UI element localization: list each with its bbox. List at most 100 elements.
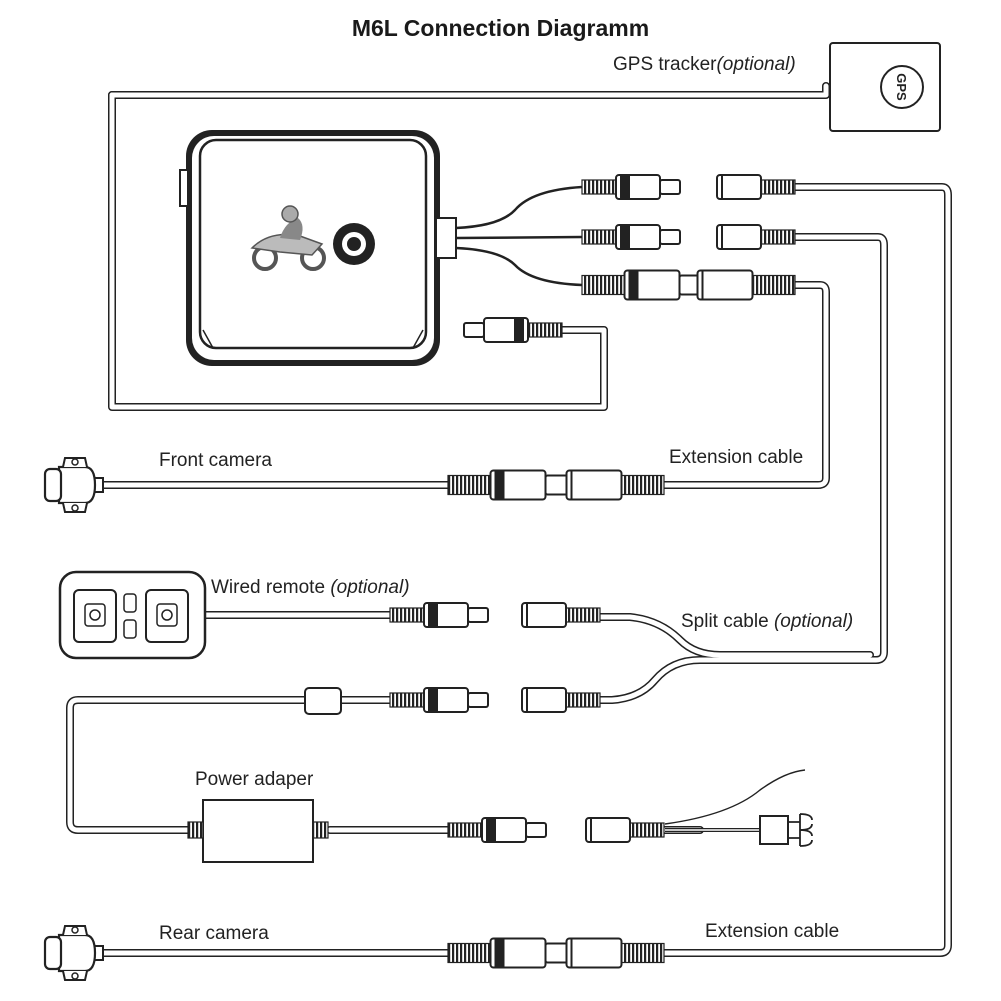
connector-strain-relief [447,474,492,496]
rear-camera-label: Rear camera [159,923,269,944]
connector-strain-relief [581,274,626,296]
motorcycle-rider-icon [250,205,326,271]
power-adapter-strain-left [187,821,204,839]
front-camera-icon [43,457,104,513]
rider-helmet [281,205,299,223]
gps-tracker-module: GPS [829,42,941,132]
power-adapter-strain-right [312,821,329,839]
connector-body [716,174,762,200]
gps-cable-connector [463,317,563,343]
wired-remote-icon [58,570,207,660]
extension-cable-front-label: Extension cable [669,447,804,468]
connector-body [696,269,754,301]
power-adapter-body [202,799,314,863]
rear-camera-cable [656,183,952,957]
remote-led-top [123,593,137,613]
connector-ring [428,688,438,712]
connector-strain-relief [620,474,665,496]
unit-lead-top [455,185,583,230]
rider-torso [280,218,303,240]
camera-screw [71,972,79,980]
connector-ring [486,818,496,842]
unit-connector-split [581,224,681,250]
split-remote-connector [521,602,601,628]
unit-cable-port [435,217,457,259]
front-camera-label: Front camera [159,450,272,471]
camera-lens [43,935,63,971]
connector-pin [467,607,489,623]
connector-strain-relief [389,607,425,623]
connector-strain-relief [760,229,796,245]
connector-ring [494,938,505,968]
connector-strain-relief [581,229,617,245]
connector-pin [525,822,547,838]
front-camera-connector [447,469,572,501]
power-input-connector [389,687,489,713]
fork-terminal-top [788,813,813,831]
power-adapter-label: Power adaper [195,769,314,790]
connector-ring [428,603,438,627]
gps-tracker-label: GPS tracker(optional) [613,54,796,75]
ferrite-core [304,687,342,715]
connector-strain-relief [565,607,601,623]
split-power-connector [521,687,601,713]
camera-lens [43,467,63,503]
ground-wire [664,769,806,825]
unit-lead-bottom [455,246,583,287]
unit-side-button [179,169,189,207]
terminal-block [759,815,789,845]
connector-ring [514,318,524,342]
rear-ext-connector [565,937,665,969]
gps-cable-top-core [109,83,829,98]
split-lower-branch-core [597,234,887,703]
gps-module-text: GPS [894,73,909,101]
split-cable-label: Split cable (optional) [681,611,854,632]
connector-pin [463,322,485,338]
camera-screw [71,458,79,466]
rear-cable-connector [716,174,796,200]
front-ext-connector [696,269,796,301]
camera-body [57,933,97,973]
connector-ring [628,270,639,300]
connector-pin [467,692,489,708]
connector-body [565,469,623,501]
connector-strain-relief [751,274,796,296]
connector-strain-relief [527,322,563,338]
front-ext-end-connector [565,469,665,501]
connector-ring [620,225,630,249]
unit-connector-front [581,269,706,301]
remote-button-left-dot [89,609,101,621]
connector-pin [659,229,681,245]
connector-pin [659,179,681,195]
connector-body [716,224,762,250]
extension-cable-rear-label: Extension cable [705,921,840,942]
connector-strain-relief [389,692,425,708]
connector-body [521,602,567,628]
connector-strain-relief [760,179,796,195]
connector-strain-relief [447,822,483,838]
connector-strain-relief [629,822,665,838]
dvr-main-unit [179,130,457,366]
camera-screw [71,504,79,512]
unit-bottom-lip [202,329,424,349]
front-ext-cable-core [661,282,829,488]
camera-screw [71,926,79,934]
connector-body [565,937,623,969]
unit-connector-rear [581,174,681,200]
connector-ring [620,175,630,199]
power-loop-cable-core [67,697,308,833]
fork-terminal-bottom [788,829,813,847]
remote-led-bottom [123,619,137,639]
remote-button-right-dot [161,609,173,621]
wired-remote-label: Wired remote (optional) [211,577,410,598]
hardwire-connector [585,817,665,843]
remote-connector [389,602,489,628]
connector-strain-relief [581,179,617,195]
connector-strain-relief [447,942,492,964]
camera-body [57,465,97,505]
connector-strain-relief [565,692,601,708]
gps-module-badge [880,65,924,109]
unit-lead-mid [455,235,583,240]
split-upper-branch-core [597,614,873,658]
